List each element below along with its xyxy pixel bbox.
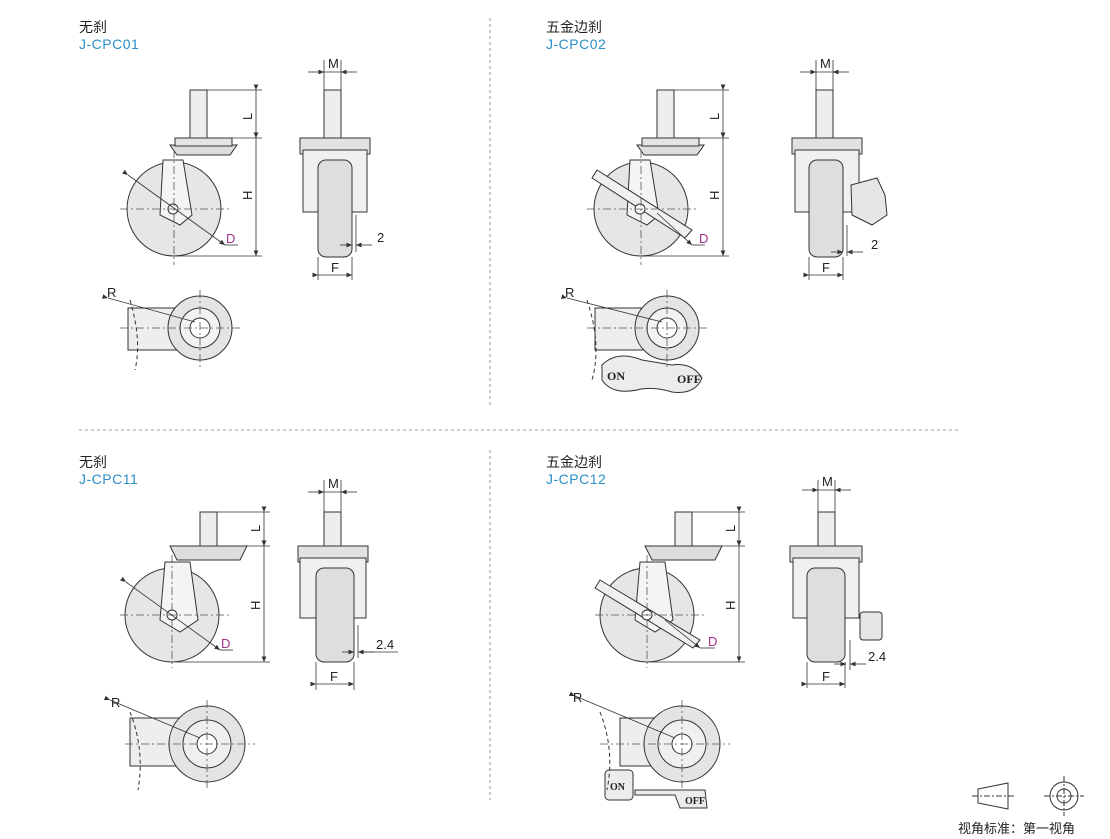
panel-3-title: 无刹 xyxy=(79,455,107,471)
side-view xyxy=(126,89,238,257)
panel-2-offset-label: 2 xyxy=(871,237,878,252)
panel-2-brake-on: ON xyxy=(607,369,625,383)
panel-4-offset-label: 2.4 xyxy=(868,649,886,664)
panel-3-m-label: M xyxy=(328,476,339,491)
panel-2-d-label: D xyxy=(699,231,708,246)
panel-1-offset-label: 2 xyxy=(377,230,384,245)
panel-4-m-label: M xyxy=(822,474,833,489)
panel-1-f-label: F xyxy=(331,260,339,275)
panel-2-f-label: F xyxy=(822,260,830,275)
panel-1-code: J-CPC01 xyxy=(79,36,140,52)
panel-2-h-label: H xyxy=(707,191,722,200)
panel-1-d-label: D xyxy=(226,231,235,246)
panel-2-m-label: M xyxy=(820,56,831,71)
panel-2-title: 五金边刹 xyxy=(546,20,602,36)
panel-4-drawing: L H D M F 2.4 xyxy=(568,474,886,809)
panel-2-drawing: L H D M F 2 xyxy=(560,56,888,393)
panel-1-m-label: M xyxy=(328,56,339,71)
panel-4-h-label: H xyxy=(723,601,738,610)
panel-3-d-label: D xyxy=(221,636,230,651)
panel-3-f-label: F xyxy=(330,669,338,684)
panel-4-d-label: D xyxy=(708,634,717,649)
panel-3-h-label: H xyxy=(248,601,263,610)
panel-4-f-label: F xyxy=(822,669,830,684)
panel-4-brake-on: ON xyxy=(610,782,626,793)
panel-2-l-label: L xyxy=(707,113,722,120)
dividers xyxy=(79,18,958,800)
panel-1-r-label: R xyxy=(107,285,116,300)
panel-3-drawing: L H D M F 2.4 xyxy=(103,476,398,791)
panel-4-title: 五金边刹 xyxy=(546,455,602,471)
panel-3-r-label: R xyxy=(111,695,120,710)
panel-2-brake-off: OFF xyxy=(677,372,701,386)
panel-2-r-label: R xyxy=(565,285,574,300)
first-angle-projection-symbol xyxy=(972,776,1084,816)
panel-2-code: J-CPC02 xyxy=(546,36,607,52)
panel-1-drawing: L H D M F 2 xyxy=(101,56,384,371)
panel-1-title: 无刹 xyxy=(79,20,107,36)
projection-standard-label: 视角标准：第一视角 xyxy=(958,822,1076,837)
panel-3-offset-label: 2.4 xyxy=(376,637,394,652)
panel-4-r-label: R xyxy=(573,690,582,705)
panel-3-code: J-CPC11 xyxy=(79,471,139,487)
panel-4-brake-off: OFF xyxy=(685,796,705,807)
front-view xyxy=(299,89,371,258)
panel-4-l-label: L xyxy=(723,525,738,532)
panel-1-h-label: H xyxy=(240,191,255,200)
panel-4-code: J-CPC12 xyxy=(546,471,607,487)
panel-3-l-label: L xyxy=(248,525,263,532)
panel-1-l-label: L xyxy=(240,113,255,120)
